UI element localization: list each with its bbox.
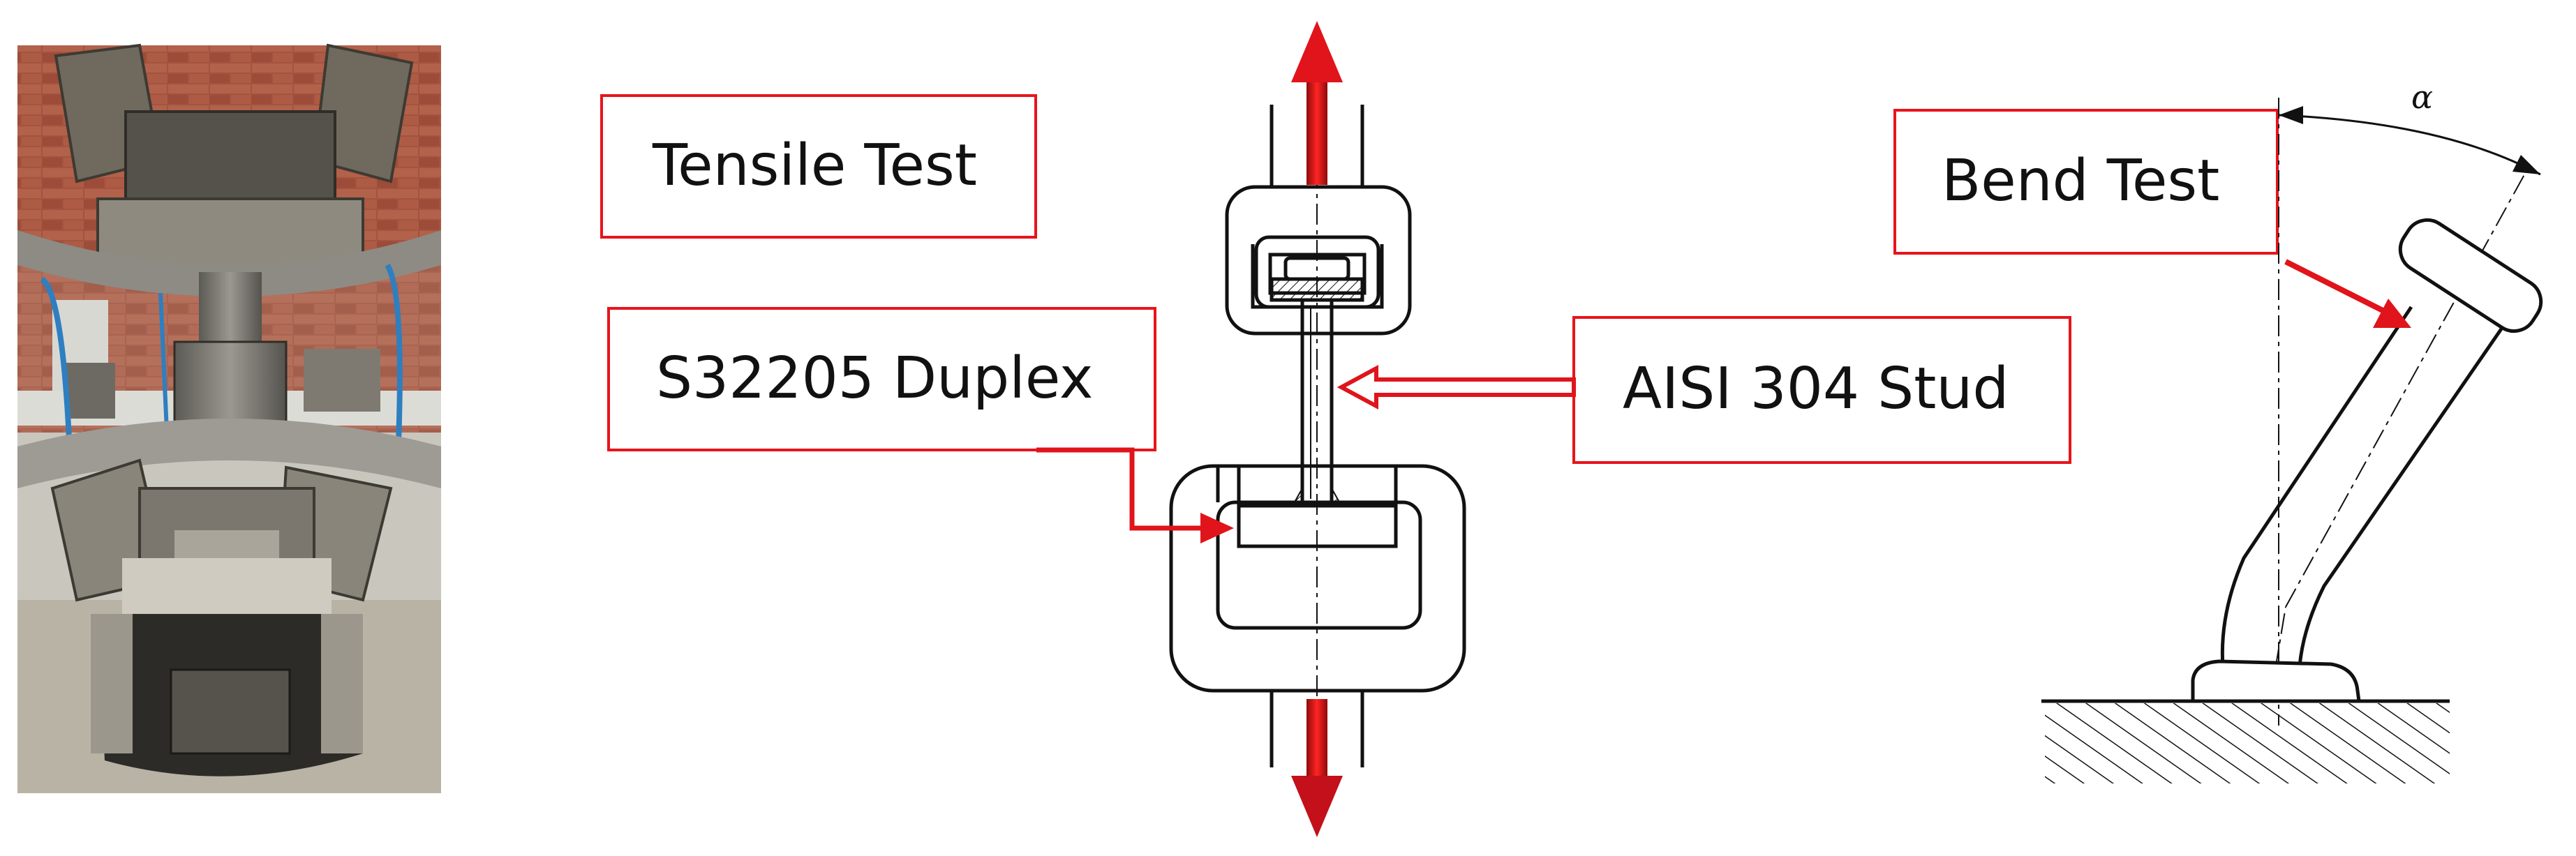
stud-label: AISI 304 Stud [1572, 316, 2071, 464]
duplex-pointer-arrow [1036, 447, 1234, 543]
tensile-schematic [1169, 105, 1466, 767]
svg-text:Bend Test: Bend Test [1942, 148, 2219, 214]
svg-text:S32205 Duplex: S32205 Duplex [656, 345, 1093, 412]
tensile-force-arrow-down [1291, 699, 1343, 837]
bend-pointer-arrow [2284, 259, 2411, 328]
bend-angle-label: α [2411, 78, 2433, 116]
tensile-machine-photo [17, 43, 441, 793]
tensile-test-label: Tensile Test [600, 94, 1037, 239]
tensile-force-arrow-up [1291, 21, 1343, 185]
stud-pointer-arrow [1337, 364, 1576, 410]
bend-test-label: Bend Test [1893, 109, 2279, 255]
duplex-label: S32205 Duplex [607, 307, 1156, 451]
svg-text:AISI 304 Stud: AISI 304 Stud [1623, 356, 2009, 422]
svg-text:Tensile Test: Tensile Test [652, 133, 977, 199]
bend-schematic [2041, 98, 2543, 726]
base-plate-hatch [2045, 703, 2450, 783]
